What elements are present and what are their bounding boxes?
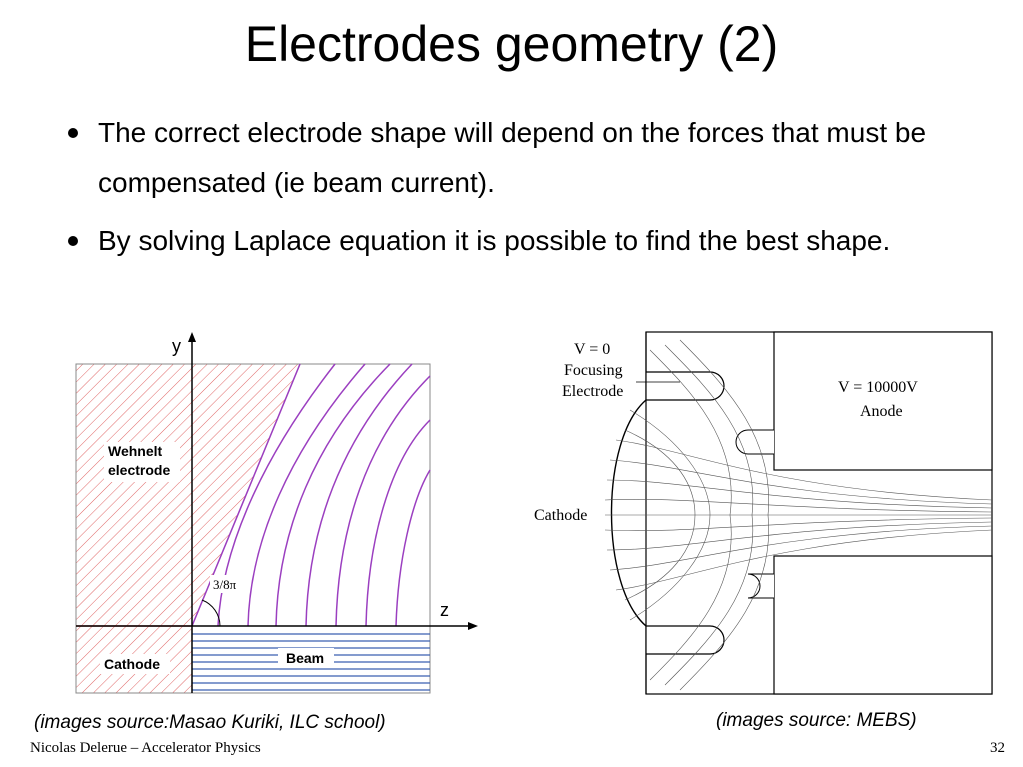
electrode-label: electrode bbox=[108, 462, 170, 478]
cathode-label: Cathode bbox=[534, 507, 587, 524]
anode-label: Anode bbox=[860, 403, 903, 420]
bullet-text: The correct electrode shape will depend … bbox=[98, 117, 927, 198]
slide-title: Electrodes geometry (2) bbox=[244, 16, 779, 72]
wehnelt-label: Wehnelt bbox=[108, 443, 163, 459]
left-figure-caption: (images source:Masao Kuriki, ILC school) bbox=[34, 712, 386, 733]
anode-bottom-block bbox=[773, 555, 993, 695]
bullet-item: The correct electrode shape will depend … bbox=[62, 108, 982, 208]
anode-voltage-label: V = 10000V bbox=[838, 379, 918, 396]
anode-top-block bbox=[773, 331, 993, 471]
electron-gun-diagram: V = 0 Focusing Electrode V = 10000V Anod… bbox=[534, 331, 993, 695]
wehnelt-diagram: y z Wehnelt electrode 3/8π Cathode Beam bbox=[75, 332, 478, 694]
bullet-dot-icon bbox=[68, 236, 78, 246]
footer-author: Nicolas Delerue – Accelerator Physics bbox=[30, 740, 261, 756]
cathode-surface bbox=[610, 399, 647, 627]
cathode-label: Cathode bbox=[104, 656, 160, 672]
bullet-item: By solving Laplace equation it is possib… bbox=[62, 216, 982, 266]
y-axis-label: y bbox=[172, 336, 181, 356]
v0-label: V = 0 bbox=[574, 341, 610, 358]
focusing-label: Focusing bbox=[564, 362, 623, 379]
bullet-list: The correct electrode shape will depend … bbox=[62, 108, 982, 274]
field-lines bbox=[604, 339, 993, 691]
angle-label: 3/8π bbox=[213, 577, 237, 592]
electrode-label: Electrode bbox=[562, 383, 623, 400]
beam-label: Beam bbox=[286, 650, 324, 666]
z-axis-label: z bbox=[440, 600, 449, 620]
focusing-electrode-bottom bbox=[645, 625, 725, 694]
page-number: 32 bbox=[990, 740, 1005, 756]
bullet-text: By solving Laplace equation it is possib… bbox=[98, 225, 891, 256]
bullet-dot-icon bbox=[68, 128, 78, 138]
right-figure-caption: (images source: MEBS) bbox=[716, 710, 917, 731]
focusing-electrode-top bbox=[645, 332, 725, 401]
